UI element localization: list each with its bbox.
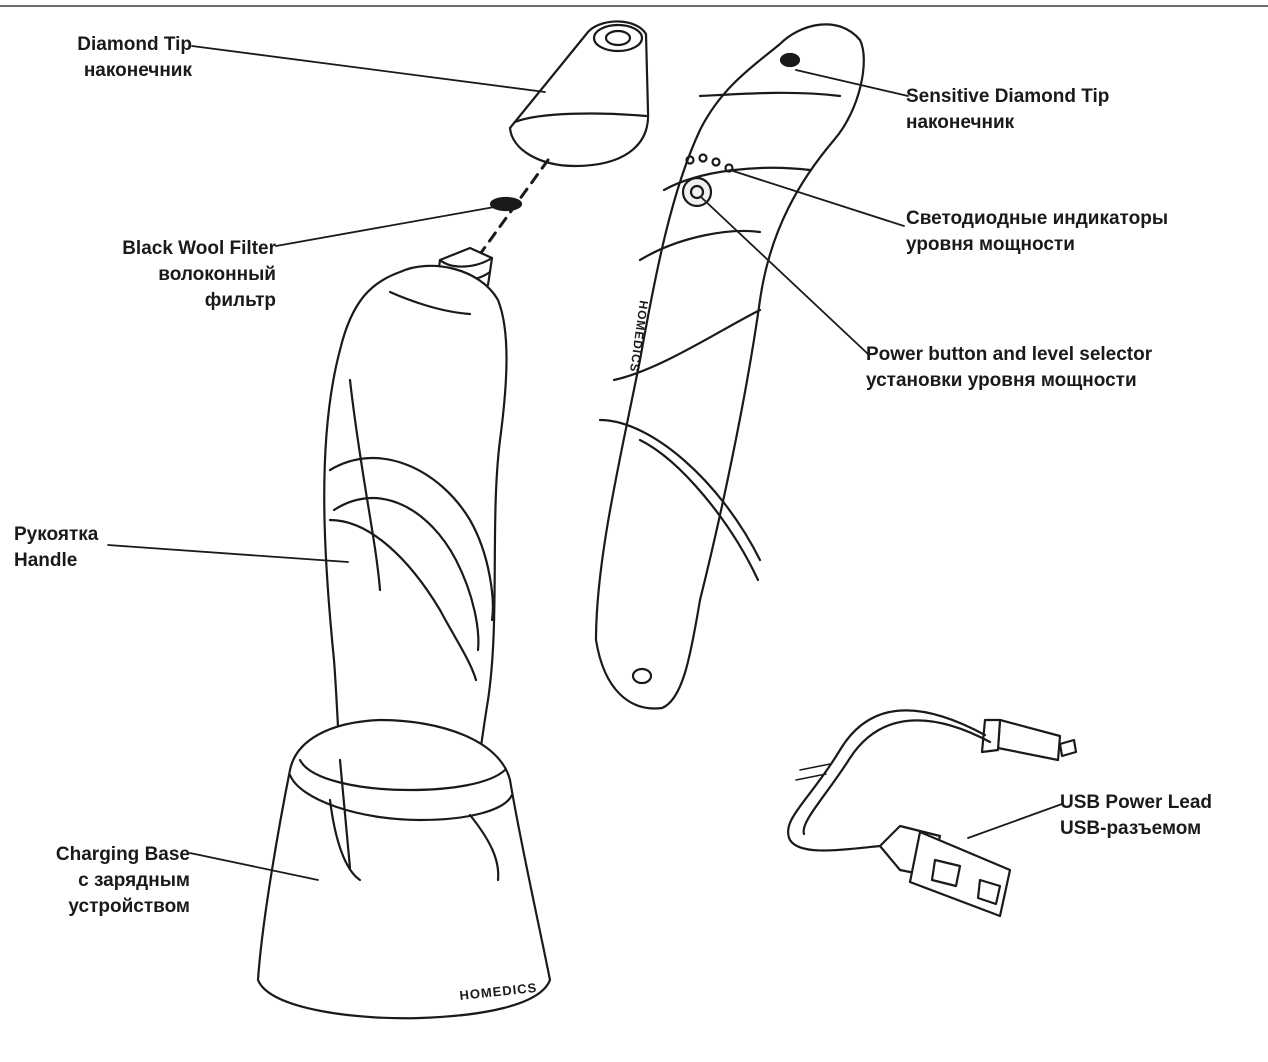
label-sensitive-tip: Sensitive Diamond Tip наконечник bbox=[906, 84, 1206, 136]
leader-charging-base bbox=[189, 852, 319, 881]
leader-diamond-tip bbox=[191, 45, 546, 93]
label-line: USB-разъемом bbox=[1060, 818, 1202, 839]
usb-power-lead-shape bbox=[787, 709, 1078, 918]
label-line: фильтр bbox=[204, 290, 276, 311]
right-device bbox=[594, 23, 865, 710]
label-line: Светодиодные индикаторы bbox=[906, 208, 1169, 229]
leader-wool-filter bbox=[275, 205, 501, 247]
label-line: волоконный bbox=[158, 264, 276, 285]
label-line: Sensitive Diamond Tip bbox=[906, 86, 1110, 107]
label-black-wool-filter: Black Wool Filter волоконный фильтр bbox=[80, 236, 276, 314]
label-line: Charging Base bbox=[55, 844, 190, 865]
label-line: USB Power Lead bbox=[1060, 792, 1213, 813]
leader-usb-lead bbox=[967, 803, 1063, 839]
charging-base-shape bbox=[256, 718, 552, 1020]
diamond-tip-cap bbox=[508, 20, 650, 168]
label-line: наконечник bbox=[906, 112, 1015, 133]
top-border bbox=[0, 5, 1268, 7]
leader-sensitive-tip bbox=[795, 69, 909, 97]
assembly-line bbox=[468, 158, 550, 270]
leader-handle bbox=[107, 544, 349, 563]
label-handle: Рукоятка Handle bbox=[14, 522, 114, 574]
label-led-indicators: Светодиодные индикаторы уровня мощности bbox=[906, 206, 1206, 258]
label-charging-base: Charging Base с зарядным устройством bbox=[30, 842, 190, 920]
label-line: Power button and level selector bbox=[866, 344, 1153, 365]
label-line: с зарядным bbox=[78, 870, 190, 891]
leader-led bbox=[729, 169, 905, 227]
label-line: уровня мощности bbox=[906, 234, 1075, 255]
label-line: Рукоятка bbox=[14, 524, 99, 545]
label-line: устройством bbox=[68, 896, 190, 917]
leader-lines bbox=[107, 45, 1063, 881]
label-power-button: Power button and level selector установк… bbox=[866, 342, 1206, 394]
label-line: наконечник bbox=[83, 60, 192, 81]
label-line: Diamond Tip bbox=[77, 34, 192, 55]
label-line: установки уровня мощности bbox=[866, 370, 1137, 391]
wool-filter-disk bbox=[489, 196, 523, 212]
label-diamond-tip: Diamond Tip наконечник bbox=[40, 32, 192, 84]
leader-power-button bbox=[701, 197, 869, 355]
label-usb-lead: USB Power Lead USB-разъемом bbox=[1060, 790, 1250, 842]
label-line: Handle bbox=[14, 550, 78, 571]
label-line: Black Wool Filter bbox=[122, 238, 276, 259]
